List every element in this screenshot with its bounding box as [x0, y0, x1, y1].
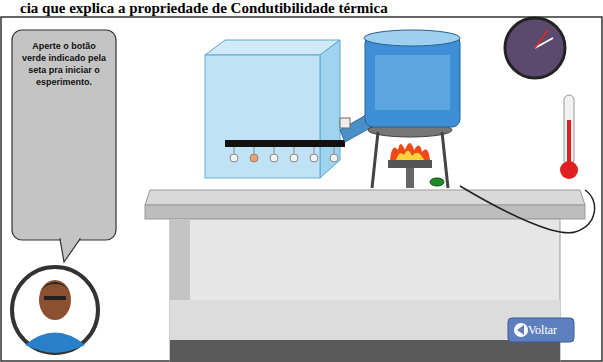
- back-button: Voltar: [528, 320, 574, 340]
- instruction-text: Aperte o botão verde indicado pela seta …: [20, 40, 108, 88]
- button-label: Voltar: [528, 320, 574, 340]
- page-title: cia que explica a propriedade de Conduti…: [20, 0, 388, 16]
- speech-bubble: Aperte o botão verde indicado pela seta …: [20, 40, 108, 88]
